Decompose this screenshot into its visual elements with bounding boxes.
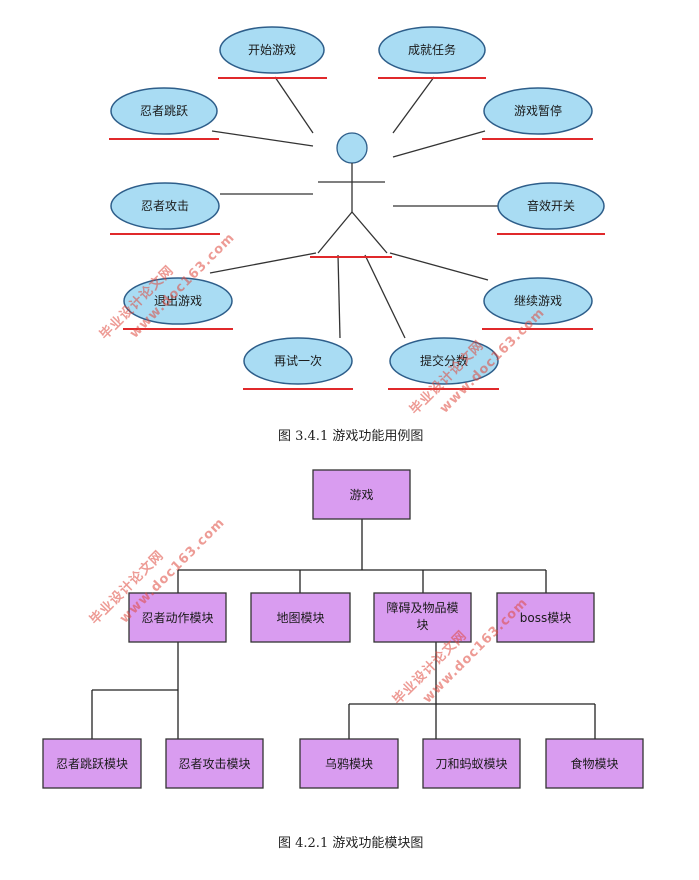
link-retry: [337, 254, 341, 339]
module-ninja-action: 忍者动作模块: [128, 592, 227, 643]
module-root: 游戏: [312, 469, 411, 520]
use-case-exit-game: 退出游戏: [123, 277, 233, 330]
module-label: 忍者攻击模块: [178, 757, 250, 771]
module-obstacle: 障碍及物品模块: [373, 592, 472, 643]
use-case-label: 成就任务: [408, 42, 456, 57]
use-case-diagram: 开始游戏 成就任务 忍者跳跃 游戏暂停 忍者攻击: [109, 26, 605, 390]
module-ninja-attack: 忍者攻击模块: [165, 738, 264, 789]
actor-right-leg: [351, 211, 388, 254]
module-label: 乌鸦模块: [325, 756, 373, 771]
watermarks: 毕业设计论文网 www.doc163.com 毕业设计论文网 www.doc16…: [87, 230, 549, 708]
use-case-label: 忍者跳跃: [140, 104, 188, 118]
use-case-label: 退出游戏: [154, 294, 202, 308]
module-label: 刀和蚂蚁模块: [435, 756, 507, 771]
module-diagram: 游戏 忍者动作模块 地图模块 障碍及物品模块 boss模块 忍者跳跃模块 忍者攻…: [42, 469, 644, 789]
module-ninja-jump: 忍者跳跃模块: [42, 738, 142, 789]
link-submit-score: [364, 254, 406, 339]
use-case-continue-game: 继续游戏: [482, 277, 593, 330]
use-case-label: 继续游戏: [514, 294, 562, 308]
module-label: 忍者跳跃模块: [56, 757, 128, 771]
module-boss: boss模块: [496, 592, 595, 643]
use-case-label: 忍者攻击: [141, 199, 189, 213]
use-case-label: 音效开关: [527, 198, 575, 213]
module-label: boss模块: [520, 611, 571, 625]
use-case-achievement: 成就任务: [378, 26, 486, 79]
module-map: 地图模块: [250, 592, 351, 643]
actor-head: [336, 132, 368, 164]
link-exit-game: [209, 252, 317, 274]
use-case-ninja-attack: 忍者攻击: [110, 182, 220, 235]
use-case-label: 游戏暂停: [514, 103, 562, 118]
use-case-caption: 图 3.4.1 游戏功能用例图: [278, 429, 424, 444]
module-food: 食物模块: [545, 738, 644, 789]
use-case-links: [209, 76, 498, 339]
use-case-retry: 再试一次: [243, 337, 353, 390]
use-case-start-game: 开始游戏: [218, 26, 327, 79]
use-case-submit-score: 提交分数: [388, 337, 499, 390]
module-label: 障碍及物品模块: [386, 600, 458, 632]
link-ninja-jump: [211, 130, 314, 147]
actor-left-leg: [317, 211, 353, 254]
use-case-ellipses: 开始游戏 成就任务 忍者跳跃 游戏暂停 忍者攻击: [109, 26, 605, 390]
module-links: [91, 519, 596, 739]
link-achievement: [392, 76, 435, 134]
actor-figure: [310, 132, 392, 258]
module-crow: 乌鸦模块: [299, 738, 399, 789]
use-case-label: 提交分数: [420, 353, 468, 368]
module-label: 食物模块: [570, 756, 618, 771]
use-case-label: 开始游戏: [248, 43, 296, 57]
module-caption: 图 4.2.1 游戏功能模块图: [278, 836, 424, 851]
module-label: 游戏: [349, 488, 373, 502]
use-case-pause-game: 游戏暂停: [482, 87, 593, 140]
link-start-game: [274, 76, 314, 134]
link-pause-game: [392, 130, 486, 158]
use-case-ninja-jump: 忍者跳跃: [109, 87, 219, 140]
module-label: 地图模块: [276, 611, 324, 625]
module-label: 忍者动作模块: [141, 611, 213, 625]
module-knife-ant: 刀和蚂蚁模块: [422, 738, 521, 789]
use-case-sound-toggle: 音效开关: [497, 182, 605, 235]
link-continue-game: [389, 252, 489, 281]
use-case-label: 再试一次: [274, 353, 322, 368]
